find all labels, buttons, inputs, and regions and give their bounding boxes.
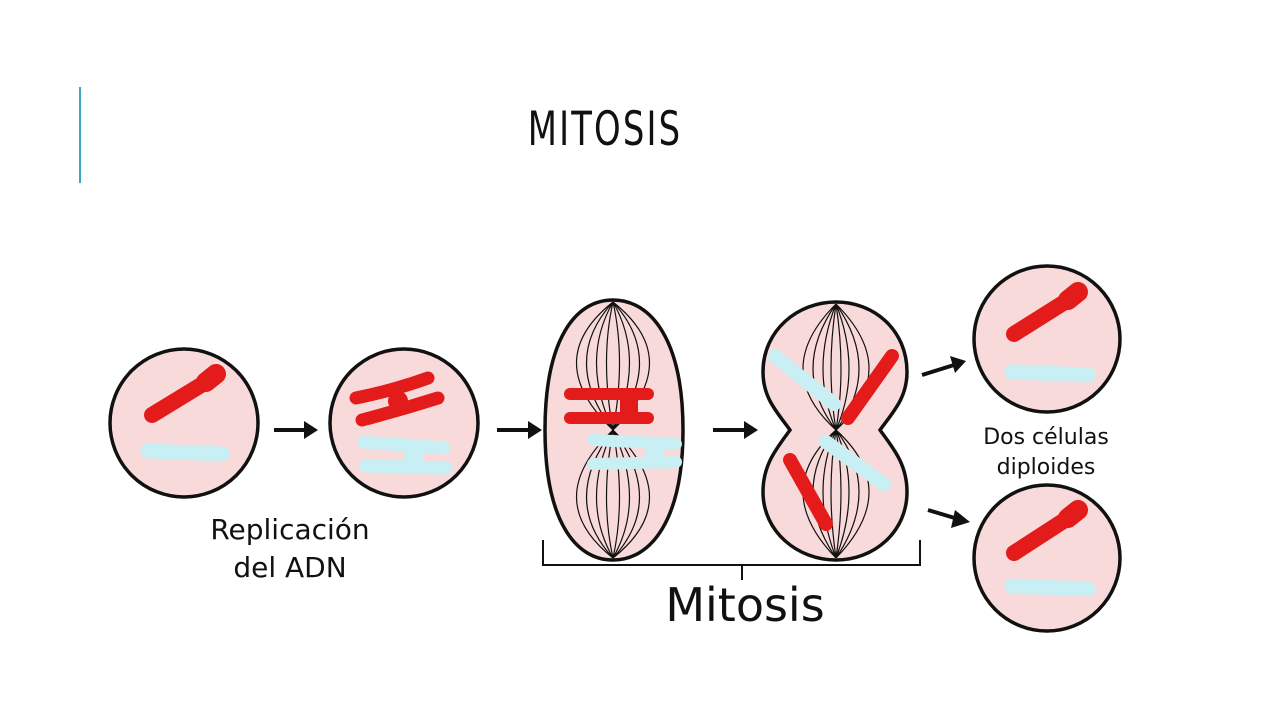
metaphase-cell [543,298,685,562]
title-accent-bar [79,87,81,183]
spindle-fibers [575,301,651,559]
blue-chromatid [359,459,453,475]
arrow-right-icon [921,356,966,377]
anaphase-cell [761,300,909,562]
blue-chromatid [357,435,451,455]
slide-title: MITOSIS [527,102,683,157]
red-chromosome [144,374,214,423]
initial-cell [108,347,260,499]
daughter-label-line2: diploides [997,455,1096,480]
daughter-cell-bottom [972,483,1122,633]
daughter-label-line1: Dos células [983,425,1109,450]
mitosis-bracket [542,540,921,580]
replicated-cell [328,347,480,499]
arrow-right-icon [927,508,970,528]
blue-chromosome [140,443,230,462]
replication-label-line1: Replicación [210,513,369,546]
mitosis-caption: Mitosis [665,578,824,632]
daughter-cell-top [972,264,1122,414]
arrow-right-icon [713,421,758,439]
arrow-right-icon [274,421,318,439]
replication-label-line2: del ADN [233,551,346,584]
arrow-right-icon [497,421,542,439]
red-chromatid [349,371,435,405]
